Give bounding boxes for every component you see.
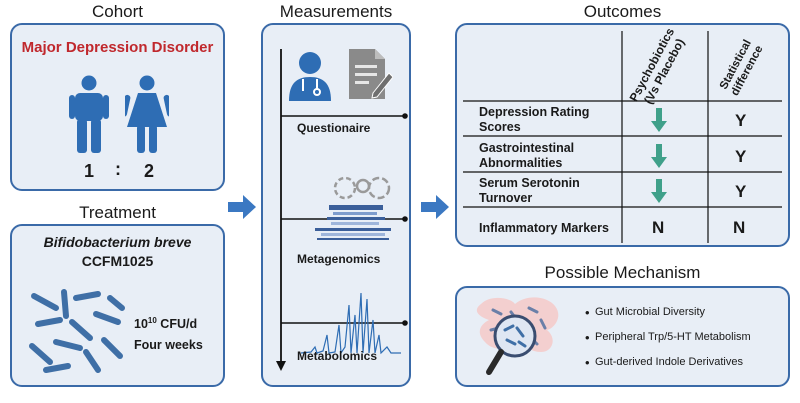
metabolomics-spectrum-icon	[301, 292, 401, 355]
treatment-panel: Bifidobacterium breve CCFM1025 1010 CFU/…	[10, 224, 225, 387]
dose-exponent: 10	[147, 316, 157, 325]
strain-id: CCFM1025	[81, 253, 154, 269]
significance-value: Y	[735, 111, 747, 130]
ratio-separator: :	[115, 159, 121, 179]
outcomes-panel: Psychobiotics (Vs Placebo) Statistical d…	[455, 23, 790, 247]
measurements-title: Measurements	[279, 2, 393, 21]
measurement-metabolomics: Metabolomics	[297, 349, 378, 363]
column-header-statistical: Statistical difference	[697, 37, 787, 99]
mechanism-item: Peripheral Trp/5-HT Metabolism	[585, 330, 751, 345]
effect-value: N	[652, 218, 665, 237]
condition-label: Major Depression Disorder	[21, 39, 214, 56]
ratio-male: 1	[84, 161, 95, 181]
column-header-psychobiotics: Psychobiotics (Vs Placebo)	[608, 26, 708, 107]
measurement-questionnaire: Questionaire	[297, 121, 371, 135]
significance-value: Y	[735, 147, 747, 166]
male-figure-icon	[69, 75, 109, 153]
mechanism-title: Possible Mechanism	[544, 263, 701, 282]
strain-name: Bifidobacterium breve	[43, 234, 192, 250]
measurements-panel: Questionaire Metagenomics Metabolomics	[261, 23, 411, 387]
measurement-metagenomics: Metagenomics	[297, 252, 381, 266]
cohort-title: Cohort	[91, 2, 144, 21]
outcome-row-label: Inflammatory Markers	[479, 221, 609, 235]
arrow-to-measurements-icon	[228, 195, 256, 219]
gut-magnifier-icon	[476, 297, 559, 375]
cohort-panel: Major Depression Disorder 1 : 2	[10, 23, 225, 191]
mechanism-item: Gut-derived Indole Derivatives	[585, 355, 743, 370]
dose-label: 1010 CFU/d	[134, 316, 197, 331]
doctor-icon	[289, 52, 331, 101]
dose-base: 10	[134, 317, 148, 332]
female-figure-icon	[125, 75, 169, 153]
duration-label: Four weeks	[134, 338, 203, 352]
down-arrow-icon	[651, 108, 667, 132]
mechanism-panel: Gut Microbial Diversity Peripheral Trp/5…	[455, 286, 790, 387]
down-arrow-icon	[651, 179, 667, 203]
treatment-title: Treatment	[79, 203, 156, 222]
ratio-female: 2	[144, 161, 155, 181]
metagenomics-icon	[315, 176, 391, 240]
arrow-to-outcomes-icon	[421, 195, 449, 219]
outcomes-table-grid	[463, 31, 782, 243]
bacteria-icon	[29, 289, 125, 373]
dose-unit: CFU/d	[156, 317, 198, 332]
outcomes-title: Outcomes	[583, 2, 662, 21]
mechanism-item: Gut Microbial Diversity	[585, 305, 705, 320]
down-arrow-icon	[651, 144, 667, 168]
significance-value: N	[733, 218, 746, 237]
questionnaire-document-icon	[349, 49, 393, 99]
significance-value: Y	[735, 182, 747, 201]
